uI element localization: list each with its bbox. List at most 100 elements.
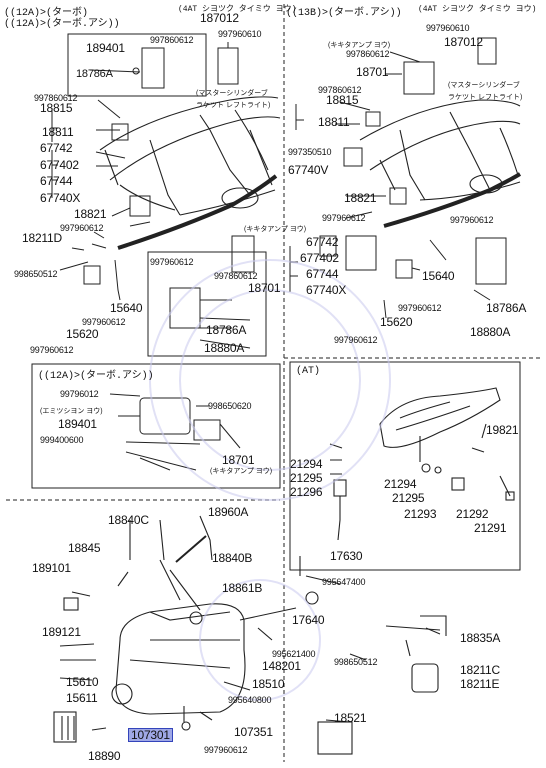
part-21291[interactable]: 21291 [474,521,507,535]
part-21294[interactable]: 21294 [290,457,323,471]
part-189101[interactable]: 189101 [32,561,71,575]
part-997960612[interactable]: 997960612 [60,223,104,233]
module-187012 [217,47,239,85]
module-18880A [169,287,201,329]
part-18880A[interactable]: 18880A [470,325,511,339]
part-997860612[interactable]: 997860612 [214,271,258,281]
part-21293[interactable]: 21293 [404,507,437,521]
part-18786A[interactable]: 18786A [206,323,247,337]
part-15640[interactable]: 15640 [422,269,455,283]
part-997960612[interactable]: 997960612 [450,215,494,225]
part-67742[interactable]: 67742 [40,141,73,155]
note-kikaki-right: (キキタアンプ ヨウ) [328,42,391,49]
note-master-cyl-left: (マスターシリンダーブ ラケツト レフトライト) [196,90,271,109]
part-107301-highlighted[interactable]: 107301 [128,728,173,742]
part-18701[interactable]: 18701 [222,453,255,467]
part-67744[interactable]: 67744 [40,174,73,188]
part-18845[interactable]: 18845 [68,541,101,555]
part-18701[interactable]: 18701 [248,281,281,295]
part-18835A[interactable]: 18835A [460,631,501,645]
part-18786A[interactable]: 18786A [76,68,113,80]
part-107351[interactable]: 107351 [234,725,273,739]
part-15610[interactable]: 15610 [66,675,99,689]
part-19821[interactable]: 19821 [486,423,519,437]
part-15620[interactable]: 15620 [380,315,413,329]
part-997960612[interactable]: 997960612 [334,335,378,345]
part-18815[interactable]: 18815 [326,93,359,107]
note-kikaki-midbox: (キキタアンプ ヨウ) [210,468,273,475]
part-189401[interactable]: 189401 [86,41,125,55]
part-999400600[interactable]: 999400600 [40,435,84,445]
header-13B-turbo: ((13B)>(ターボ.アシ)) [286,8,402,19]
part-18701[interactable]: 18701 [356,65,389,79]
harness-left [117,174,278,250]
part-21295[interactable]: 21295 [290,471,323,485]
part-998650620[interactable]: 998650620 [208,401,252,411]
part-997960612[interactable]: 997960612 [398,303,442,313]
part-67740X[interactable]: 67740X [40,191,81,205]
part-15611[interactable]: 15611 [66,691,98,705]
part-187012[interactable]: 187012 [200,11,239,25]
part-67740X[interactable]: 67740X [306,283,347,297]
part-18786A[interactable]: 18786A [486,301,527,315]
part-18815[interactable]: 18815 [40,101,73,115]
part-677402[interactable]: 677402 [40,158,79,172]
watermark-emblem [149,259,391,701]
part-189121[interactable]: 189121 [42,625,81,639]
part-21295[interactable]: 21295 [392,491,425,505]
part-997960612[interactable]: 997960612 [150,257,194,267]
part-995647400[interactable]: 995647400 [322,577,366,587]
box-18880A [147,251,267,357]
part-18811[interactable]: 18811 [318,115,350,129]
part-995640800[interactable]: 995640800 [228,695,272,705]
part-17640[interactable]: 17640 [292,613,325,627]
part-18890[interactable]: 18890 [88,749,121,763]
part-997960610[interactable]: 997960610 [218,29,262,39]
part-18821[interactable]: 18821 [344,191,377,205]
part-18880A[interactable]: 18880A [204,341,245,355]
part-997860612[interactable]: 997860612 [346,49,390,59]
part-189401[interactable]: 189401 [58,417,97,431]
part-997860612[interactable]: 997860612 [318,85,362,95]
part-18211D[interactable]: 18211D [22,231,62,245]
module-189401 [141,47,165,89]
part-15620[interactable]: 15620 [66,327,99,341]
part-18811[interactable]: 18811 [42,125,74,139]
part-18521[interactable]: 18521 [334,711,367,725]
part-18861B[interactable]: 18861B [222,581,263,595]
part-21296[interactable]: 21296 [290,485,323,499]
part-677402[interactable]: 677402 [300,251,339,265]
part-17630[interactable]: 17630 [330,549,363,563]
part-998650512[interactable]: 998650512 [334,657,378,667]
part-998650512[interactable]: 998650512 [14,269,58,279]
note-emission: (エミツシヨン ヨウ) [40,408,103,415]
part-99796012[interactable]: 99796012 [60,389,99,399]
part-67744[interactable]: 67744 [306,267,339,281]
part-18821[interactable]: 18821 [74,207,107,221]
part-67740V[interactable]: 67740V [288,163,329,177]
part-997960612[interactable]: 997960612 [322,213,366,223]
part-18211C[interactable]: 18211C [460,663,500,677]
part-187012[interactable]: 187012 [444,35,483,49]
part-997960612[interactable]: 997960612 [204,745,248,755]
part-148201[interactable]: 148201 [262,659,301,673]
box-12A-turbo [31,363,281,489]
part-997350510[interactable]: 997350510 [288,147,332,157]
part-18960A[interactable]: 18960A [208,505,249,519]
part-21292[interactable]: 21292 [456,507,489,521]
part-997860612[interactable]: 997860612 [34,93,78,103]
part-15640[interactable]: 15640 [110,301,143,315]
part-997960612[interactable]: 997960612 [82,317,126,327]
part-18510[interactable]: 18510 [252,677,285,691]
part-21294[interactable]: 21294 [384,477,417,491]
header-12A-turbo: ((12A)>(ターボ) [4,8,89,19]
part-997960612[interactable]: 997960612 [30,345,74,355]
part-997860612[interactable]: 997860612 [150,35,194,45]
part-18211E[interactable]: 18211E [460,677,500,691]
part-18840C[interactable]: 18840C [108,513,149,527]
part-67742[interactable]: 67742 [306,235,339,249]
part-995621400[interactable]: 995621400 [272,649,316,659]
part-18840B[interactable]: 18840B [212,551,253,565]
part-997960610[interactable]: 997960610 [426,23,470,33]
